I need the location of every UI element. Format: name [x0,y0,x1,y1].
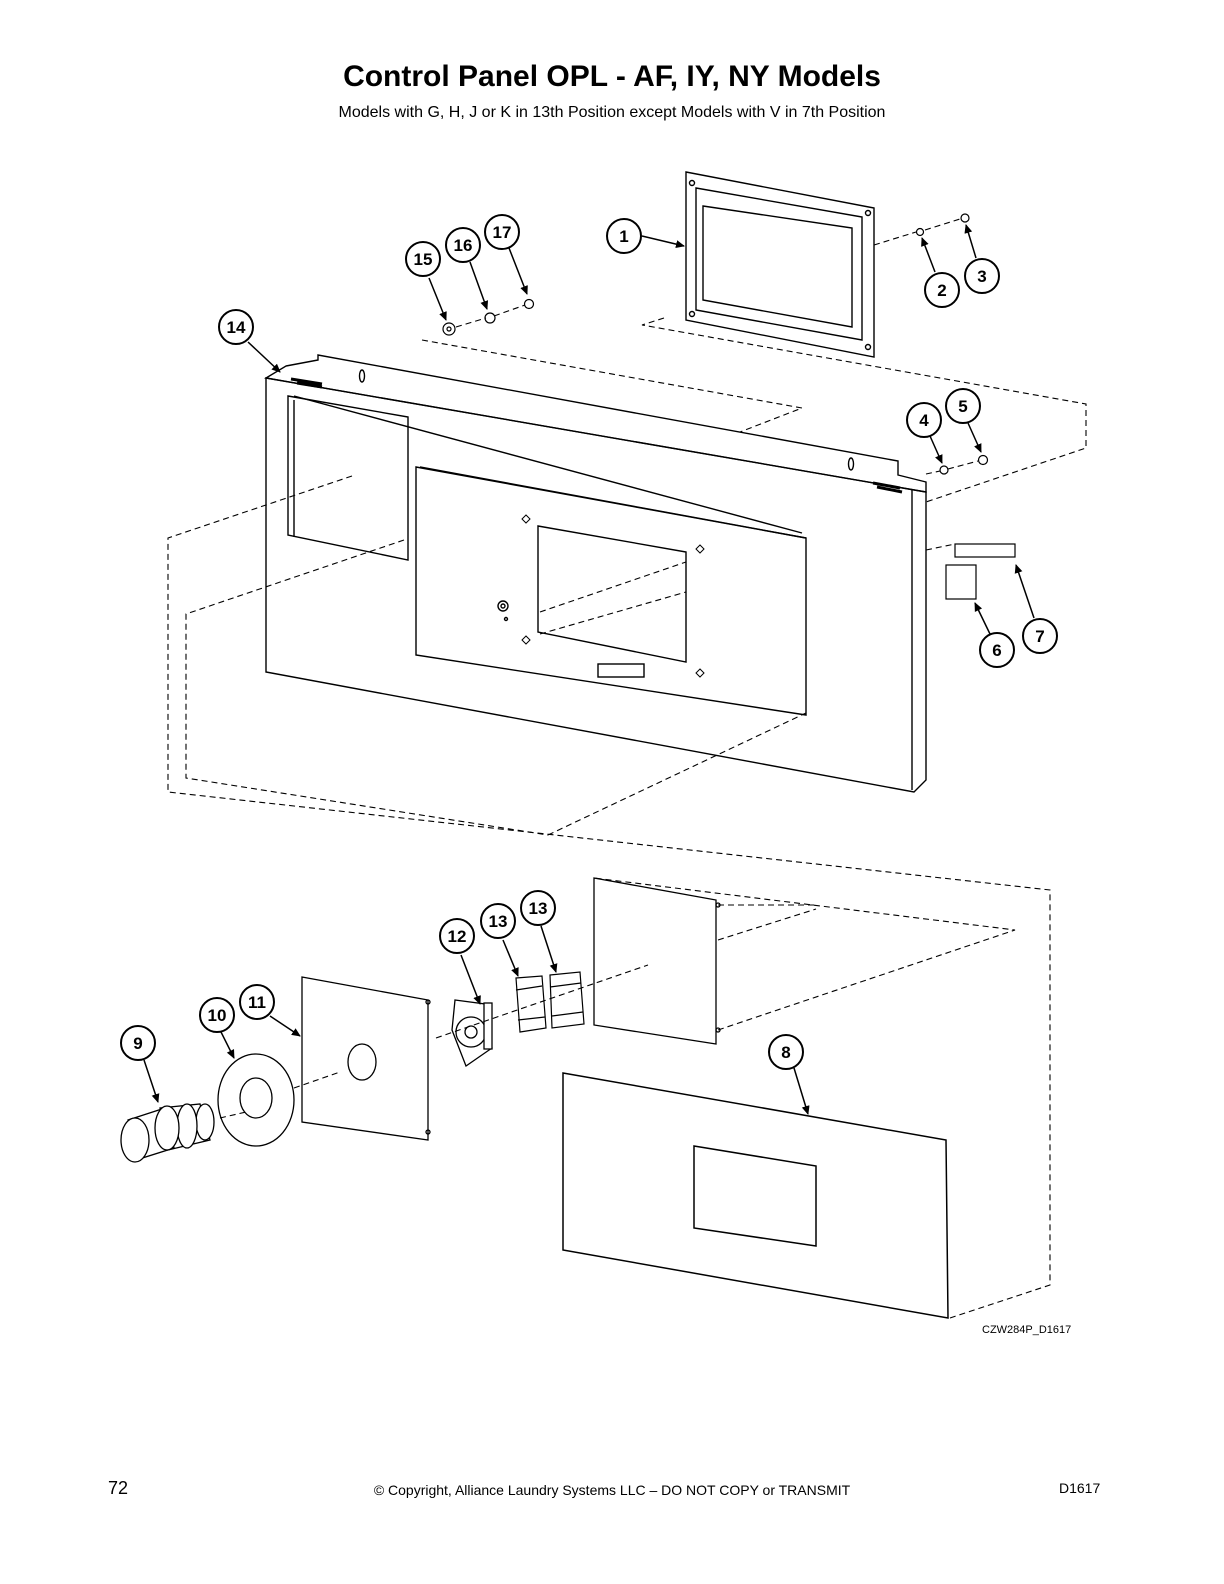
svg-text:13: 13 [529,899,548,918]
copyright-notice: © Copyright, Alliance Laundry Systems LL… [373,1482,851,1498]
part-washer [217,1053,295,1147]
svg-text:4: 4 [919,411,929,430]
svg-text:16: 16 [454,236,473,255]
callout-12: 12 [439,918,475,954]
svg-text:12: 12 [448,927,467,946]
callout-2: 2 [924,272,960,308]
part-back-plate [593,877,721,1045]
page-subtitle: Models with G, H, J or K in 13th Positio… [338,104,886,121]
svg-text:10: 10 [208,1006,227,1025]
svg-text:11: 11 [248,993,266,1012]
callout-5: 5 [945,388,981,424]
svg-text:3: 3 [977,267,986,286]
drawing-code: CZW284P_D1617 [982,1324,1072,1336]
callout-14: 14 [218,309,254,345]
callout-6: 6 [979,632,1015,668]
callout-11: 11 [239,984,275,1020]
callout-17: 17 [484,214,520,250]
leader-arrows [143,224,1035,1115]
page-title: Control Panel OPL - AF, IY, NY Models [343,60,881,93]
callout-3: 3 [964,258,1000,294]
part-display-module [685,171,875,358]
callout-10: 10 [199,997,235,1033]
part-control-panel-frame [264,354,927,793]
part-knob-plate [301,976,431,1141]
svg-text:14: 14 [227,318,246,337]
part-labels-6-7 [945,543,1016,600]
svg-text:7: 7 [1035,627,1044,646]
svg-text:9: 9 [133,1034,142,1053]
part-contact-blocks [515,971,585,1033]
svg-text:17: 17 [493,223,512,242]
callout-9: 9 [120,1025,156,1061]
part-switch [451,999,493,1068]
callout-16: 16 [445,227,481,263]
document-id: D1617 [1059,1480,1101,1496]
svg-text:1: 1 [619,227,628,246]
callout-4: 4 [906,402,942,438]
callout-15: 15 [405,241,441,277]
svg-text:5: 5 [958,397,967,416]
callout-7: 7 [1022,618,1058,654]
page-number: 72 [108,1478,129,1498]
callout-8: 8 [768,1034,804,1070]
part-knob [120,1103,215,1163]
svg-text:15: 15 [414,250,433,269]
svg-text:6: 6 [992,641,1001,660]
assembly-dashed-lines [167,218,1087,1319]
svg-text:13: 13 [489,912,508,931]
callout-1: 1 [606,218,642,254]
svg-text:2: 2 [937,281,946,300]
svg-text:8: 8 [781,1043,790,1062]
part-overlay [562,1072,949,1319]
callout-13-a: 13 [480,903,516,939]
part-hardware-nuts [442,213,989,475]
callout-13-b: 13 [520,890,556,926]
